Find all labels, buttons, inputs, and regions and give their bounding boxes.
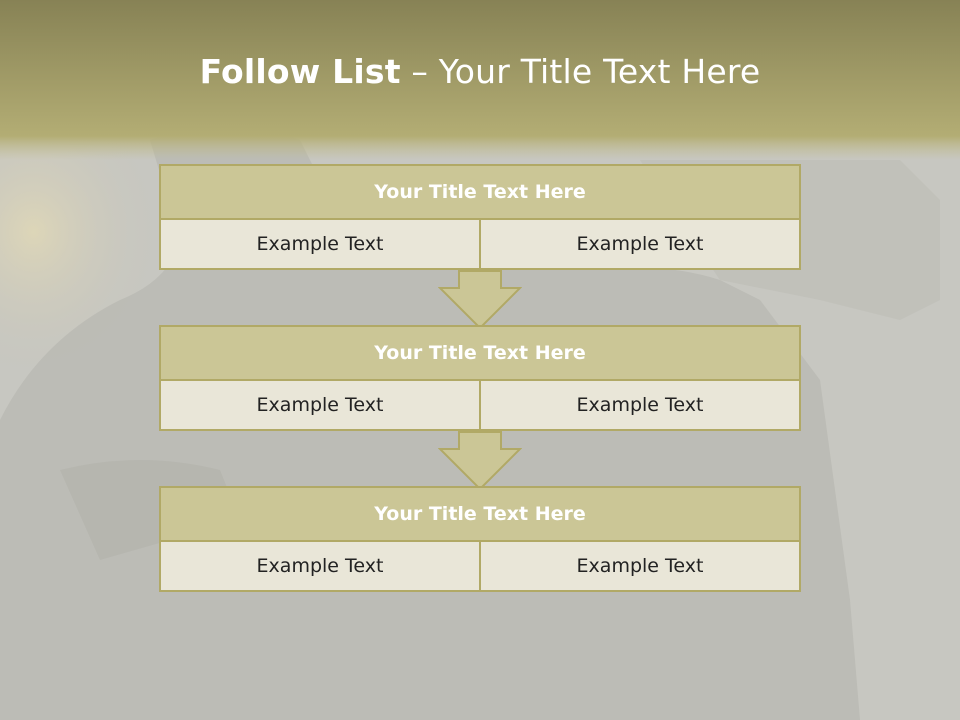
block-cell: Example Text bbox=[479, 220, 799, 268]
list-block: Your Title Text Here Example Text Exampl… bbox=[159, 325, 801, 431]
block-title: Your Title Text Here bbox=[159, 325, 801, 381]
down-arrow-icon bbox=[438, 431, 522, 491]
block-cell: Example Text bbox=[256, 233, 384, 255]
slide-title-strong: Follow List bbox=[199, 52, 401, 91]
list-block: Your Title Text Here Example Text Exampl… bbox=[159, 164, 801, 270]
down-arrow-icon bbox=[438, 270, 522, 330]
block-cell: Example Text bbox=[256, 394, 384, 416]
slide-title-rest: – Your Title Text Here bbox=[400, 52, 761, 91]
list-block: Your Title Text Here Example Text Exampl… bbox=[159, 486, 801, 592]
block-title: Your Title Text Here bbox=[159, 164, 801, 220]
block-row: Example Text Example Text bbox=[159, 220, 801, 270]
block-cell: Example Text bbox=[479, 542, 799, 590]
block-title: Your Title Text Here bbox=[159, 486, 801, 542]
block-cell: Example Text bbox=[256, 555, 384, 577]
block-row: Example Text Example Text bbox=[159, 542, 801, 592]
block-row: Example Text Example Text bbox=[159, 381, 801, 431]
slide-title: Follow List – Your Title Text Here bbox=[0, 52, 960, 91]
block-cell: Example Text bbox=[479, 381, 799, 429]
